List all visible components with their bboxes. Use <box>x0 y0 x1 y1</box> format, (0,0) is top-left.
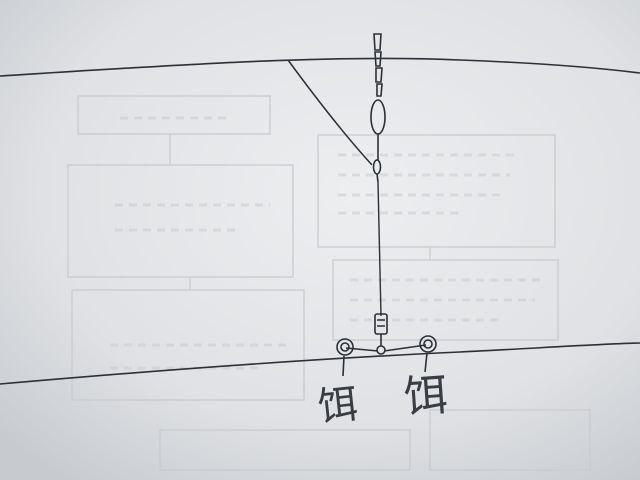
faint-show-through-print <box>67 95 591 471</box>
bait-label-left: 饵 <box>315 381 361 431</box>
bait-ball-icon <box>336 338 354 377</box>
leader-lines <box>345 344 427 352</box>
top-line <box>0 57 640 77</box>
lead-sinker-icon <box>374 313 388 355</box>
bottom-line <box>0 342 640 385</box>
main-fishing-line <box>377 181 382 317</box>
guide-diagonal-line <box>287 59 373 166</box>
fishing-float-icon <box>370 33 386 183</box>
bait-ball-icon <box>419 335 437 373</box>
bait-label-right: 饵 <box>402 369 450 424</box>
